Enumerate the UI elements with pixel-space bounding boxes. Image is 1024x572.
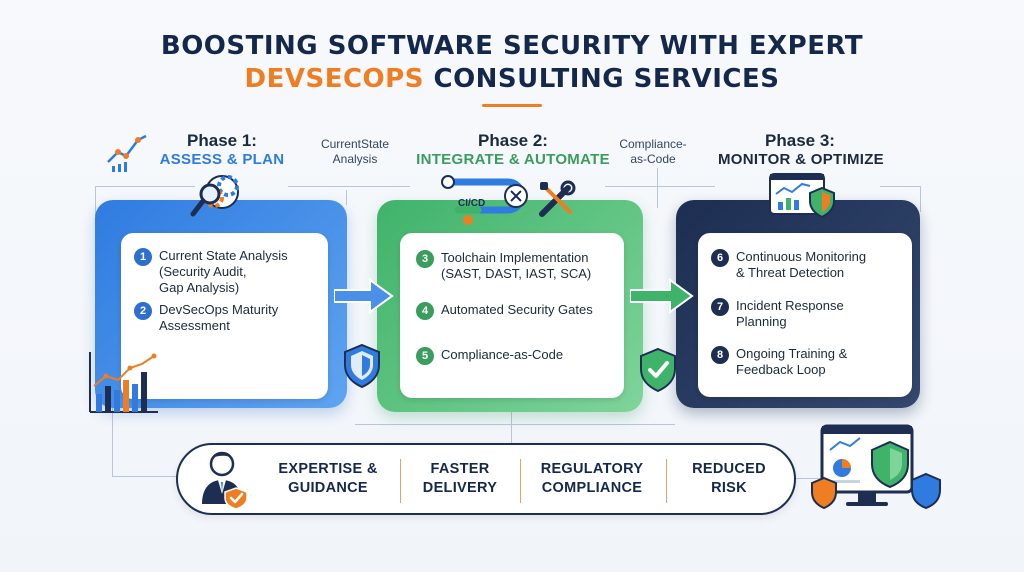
list-item: 3 Toolchain Implementation (SAST, DAST, … bbox=[416, 250, 621, 282]
page-title-line-2: DEVSECOPS CONSULTING SERVICES bbox=[0, 64, 1024, 94]
benefit-reduced-risk: REDUCED RISK bbox=[692, 461, 766, 496]
list-item: 6 Continuous Monitoring & Threat Detecti… bbox=[711, 249, 906, 281]
step-number: 3 bbox=[416, 250, 434, 268]
line-chart-icon bbox=[107, 134, 147, 172]
gears-magnifier-icon bbox=[190, 175, 239, 217]
list-item: 7 Incident Response Planning bbox=[711, 298, 906, 330]
list-item: 4 Automated Security Gates bbox=[416, 302, 621, 320]
cicd-pipeline-icon: CI/CD bbox=[441, 175, 528, 225]
bar-chart-icon bbox=[89, 352, 158, 413]
monitor-shields-icon bbox=[811, 424, 941, 510]
step-number: 6 bbox=[711, 249, 729, 267]
connector-bottom-mid bbox=[511, 412, 512, 444]
title-underline bbox=[482, 104, 542, 107]
title-accent: DEVSECOPS bbox=[244, 64, 424, 94]
connector-bottom-right bbox=[796, 478, 826, 479]
step-number: 2 bbox=[134, 302, 152, 320]
step-text: Toolchain Implementation (SAST, DAST, IA… bbox=[441, 250, 592, 281]
list-item: 8 Ongoing Training & Feedback Loop bbox=[711, 346, 906, 378]
phase-2-number: Phase 2: bbox=[478, 131, 548, 150]
connector-bottom-left bbox=[112, 408, 113, 476]
consultant-avatar-icon bbox=[202, 451, 248, 510]
connector-right-top bbox=[880, 186, 920, 187]
list-item: 5 Compliance-as-Code bbox=[416, 347, 621, 365]
step-text: Current State Analysis (Security Audit, … bbox=[159, 248, 288, 295]
step-text: DevSecOps Maturity Assessment bbox=[159, 302, 279, 333]
list-item: 2 DevSecOps Maturity Assessment bbox=[134, 302, 324, 334]
connector-left-vertical bbox=[95, 186, 96, 216]
note-compliance: Compliance- as-Code bbox=[619, 137, 687, 166]
step-text: Incident Response Planning bbox=[736, 298, 844, 329]
phase-3-name: MONITOR & OPTIMIZE bbox=[718, 151, 884, 168]
step-text: Automated Security Gates bbox=[441, 302, 593, 317]
step-text: Continuous Monitoring & Threat Detection bbox=[736, 249, 867, 280]
connector-left-top bbox=[95, 186, 195, 187]
phase-1-number: Phase 1: bbox=[187, 131, 257, 150]
benefit-divider bbox=[520, 459, 521, 503]
step-text: Compliance-as-Code bbox=[441, 347, 564, 362]
phase-2-card bbox=[400, 233, 624, 398]
connector-bottom-mid-h bbox=[355, 424, 675, 425]
phase-1-card bbox=[121, 233, 328, 399]
phase-2-name: INTEGRATE & AUTOMATE bbox=[416, 151, 610, 168]
arrow-phase-2-to-3 bbox=[630, 278, 694, 314]
benefits-bar: EXPERTISE & GUIDANCE FASTER DELIVERY REG… bbox=[176, 443, 796, 515]
phase-1-name: ASSESS & PLAN bbox=[159, 151, 285, 168]
step-number: 4 bbox=[416, 302, 434, 320]
step-number: 8 bbox=[711, 346, 729, 364]
benefit-divider bbox=[666, 459, 667, 503]
step-number: 1 bbox=[134, 248, 152, 266]
note-current-state: CurrentState Analysis bbox=[320, 137, 390, 166]
title-rest: CONSULTING SERVICES bbox=[423, 64, 780, 94]
benefit-divider bbox=[400, 459, 401, 503]
phase-3-number: Phase 3: bbox=[765, 131, 835, 150]
shield-check-icon bbox=[640, 347, 676, 393]
connector-2-3-down bbox=[657, 168, 658, 208]
connector-2-3-top bbox=[605, 186, 715, 187]
connector-1-2-down bbox=[346, 190, 347, 205]
step-number: 5 bbox=[416, 347, 434, 365]
benefit-expertise: EXPERTISE & GUIDANCE bbox=[278, 461, 378, 496]
arrow-phase-1-to-2 bbox=[334, 278, 394, 314]
dashboard-shield-icon bbox=[769, 173, 835, 219]
benefit-faster-delivery: FASTER DELIVERY bbox=[422, 461, 498, 496]
list-item: 1 Current State Analysis (Security Audit… bbox=[134, 248, 324, 296]
connector-1-2-top bbox=[288, 186, 410, 187]
phase-3-card bbox=[698, 233, 912, 397]
cicd-label: CI/CD bbox=[458, 198, 485, 209]
step-text: Ongoing Training & Feedback Loop bbox=[736, 346, 848, 377]
connector-bottom-left-h bbox=[112, 476, 178, 477]
page-title-line-1: BOOSTING SOFTWARE SECURITY WITH EXPERT bbox=[160, 31, 864, 61]
wrench-screwdriver-icon bbox=[539, 180, 576, 217]
step-number: 7 bbox=[711, 298, 729, 316]
shield-icon bbox=[344, 343, 380, 389]
connector-right-vertical bbox=[920, 186, 921, 212]
benefit-regulatory-compliance: REGULATORY COMPLIANCE bbox=[540, 461, 644, 496]
